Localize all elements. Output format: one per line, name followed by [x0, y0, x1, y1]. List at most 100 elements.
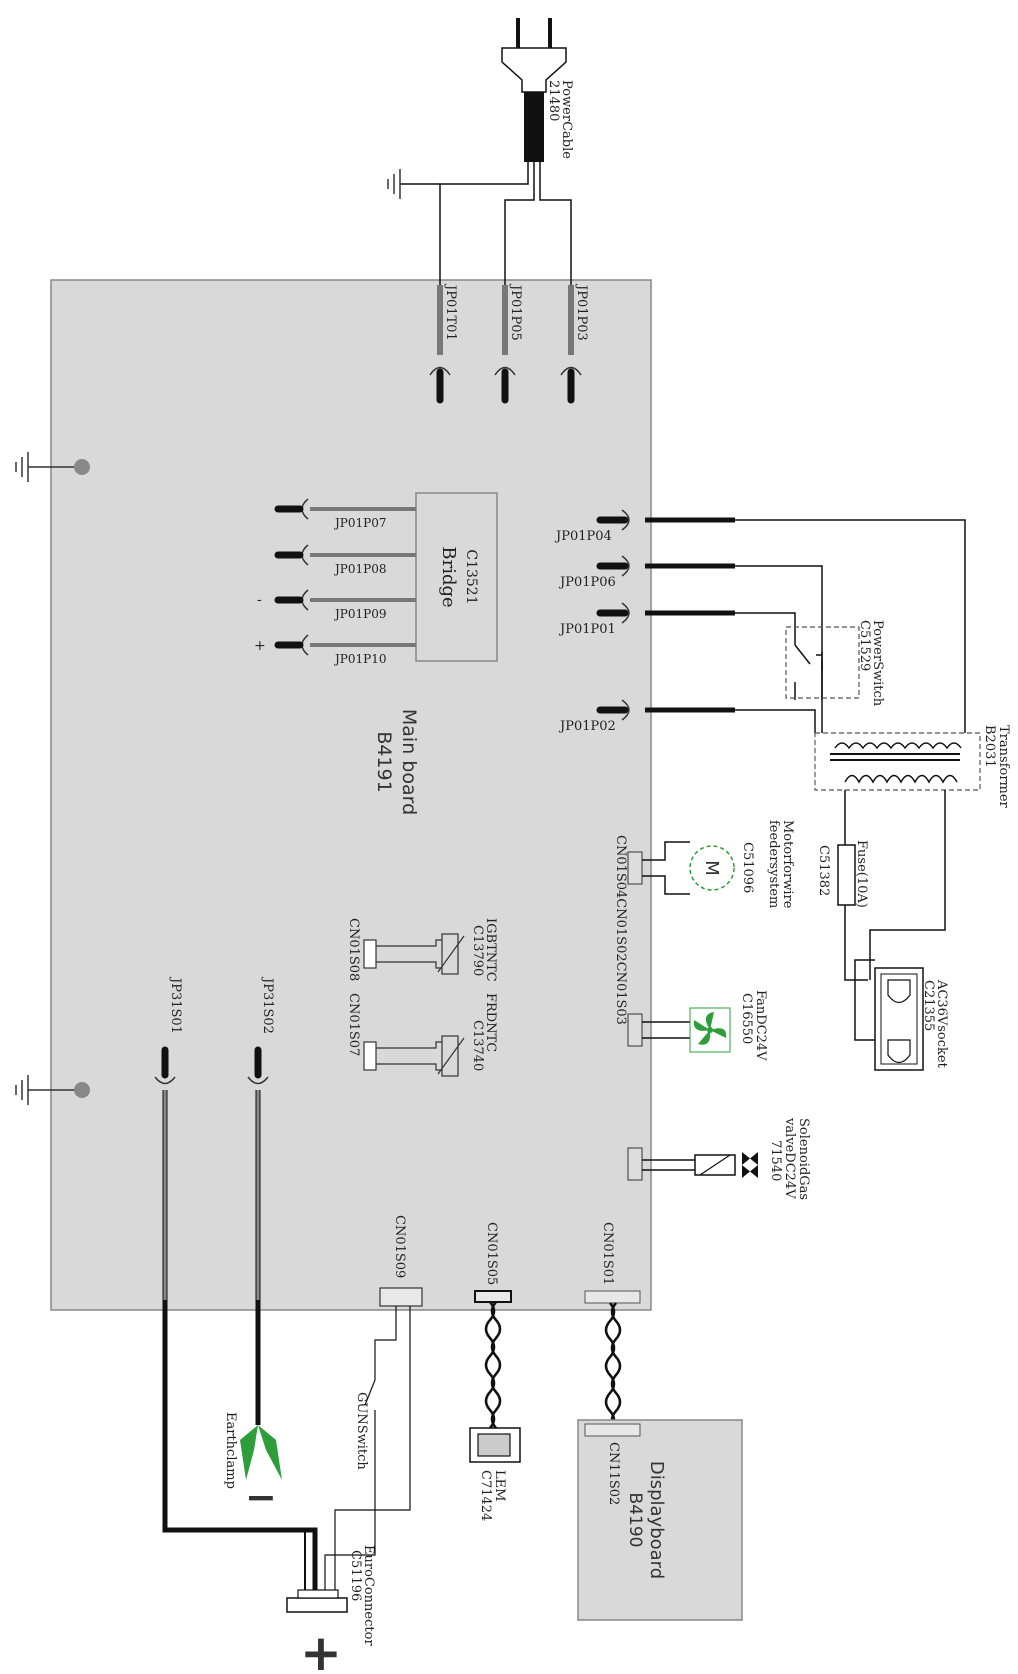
label-cn01s01: CN01S01	[600, 1222, 615, 1285]
label-jp01p08: JP01P08	[333, 562, 387, 576]
mounting-hole-bottom	[74, 1082, 90, 1098]
bridge-minus-sign: -	[257, 592, 262, 608]
earth-clamp-minus: −	[245, 1475, 277, 1519]
bridge-plus-sign: +	[254, 638, 266, 654]
bridge-code: C13521	[463, 549, 479, 604]
power-switch-code: C51529	[857, 620, 872, 671]
fuse-code: C51382	[816, 845, 831, 896]
igbt-ntc-name: IGBTNTC	[483, 918, 498, 982]
label-jp01p03: JP01P03	[574, 283, 589, 341]
motor-fan-connector-labels: CN01S04CN01S02CN01S03	[613, 835, 628, 1025]
label-cn01s09: CN01S09	[392, 1215, 407, 1278]
euro-plus-sign: +	[300, 1624, 342, 1674]
terminal-top-group	[429, 285, 582, 404]
fan-wiring	[642, 1021, 690, 1039]
cn01s01-connector	[584, 1290, 641, 1304]
power-switch-name: PowerSwitch	[870, 620, 885, 707]
lem-name: LEM	[492, 1470, 507, 1501]
output-terminals	[154, 1046, 269, 1085]
cn01s09-connector	[379, 1287, 423, 1307]
label-jp31s02: JP31S02	[260, 976, 275, 1034]
bridge-terminals	[274, 498, 416, 656]
motor-icon	[689, 845, 735, 891]
bridge-box	[415, 492, 498, 662]
transformer-coils	[830, 742, 962, 784]
output-cables	[162, 1090, 318, 1598]
main-board	[50, 279, 652, 1311]
socket-code: C21355	[921, 980, 936, 1031]
fan-connector	[627, 1013, 643, 1047]
display-board	[577, 1419, 743, 1621]
transformer-code: B2031	[982, 725, 997, 768]
display-board-code: B4190	[625, 1493, 645, 1548]
solenoid-label-2: valveDC24V	[782, 1117, 797, 1199]
power-plug	[501, 18, 567, 162]
power-switch-symbol	[794, 644, 823, 670]
lem-code: C71424	[478, 1470, 493, 1521]
terminal-right-group	[596, 509, 735, 721]
ground-symbol-top	[15, 452, 82, 482]
fuse-body	[837, 844, 856, 906]
transformer-box	[814, 732, 981, 791]
lem-twisted-cable	[484, 1301, 502, 1429]
label-jp01p09: JP01P09	[333, 607, 387, 621]
euro-connector-code: C51196	[348, 1550, 363, 1601]
earth-clamp-label: Earthclamp	[223, 1412, 238, 1489]
fan-name: FanDC24V	[753, 990, 768, 1061]
solenoid-connector	[627, 1147, 643, 1181]
mounting-hole-top	[74, 459, 90, 475]
main-board-code: B4191	[373, 731, 395, 792]
label-cn01s05: CN01S05	[484, 1222, 499, 1285]
power-cable-code: 21480	[546, 80, 561, 121]
label-jp01p05: JP01P05	[508, 283, 523, 341]
fan-icon	[689, 1007, 731, 1053]
ac36v-socket	[874, 967, 924, 1071]
label-jp01p01: JP01P01	[558, 622, 616, 637]
display-board-connector-label: CN11S02	[606, 1442, 621, 1505]
main-board-name: Main board	[398, 709, 420, 815]
label-jp01p02: JP01P02	[558, 719, 616, 734]
motor-label-2: feedersystem	[766, 820, 781, 908]
label-jp01p06: JP01P06	[558, 575, 616, 590]
frd-ntc-connector: CN01S07	[346, 993, 361, 1056]
label-jp31s01: JP31S01	[168, 976, 183, 1034]
solenoid-valve-icon	[694, 1152, 758, 1178]
igbt-ntc-code: C13790	[470, 925, 485, 976]
gun-switch-wiring	[304, 1306, 411, 1598]
power-cable-wires	[400, 162, 572, 340]
cn01s05-connector	[474, 1290, 512, 1303]
power-cable-name: PowerCable	[559, 80, 574, 159]
euro-connector-name: EuroConnector	[361, 1545, 376, 1646]
display-board-connector	[584, 1423, 641, 1437]
ground-symbol-bottom	[15, 1075, 82, 1105]
motor-connector	[627, 851, 643, 885]
earth-clamp-icon	[240, 1425, 282, 1480]
power-switch-box	[785, 626, 860, 699]
igbt-ntc-connector: CN01S08	[346, 918, 361, 981]
euro-connector-icon	[286, 1589, 348, 1613]
gun-switch-label: GUNSwitch	[354, 1392, 369, 1470]
label-jp01t01: JP01T01	[443, 283, 458, 341]
motor-wiring	[642, 841, 690, 895]
frd-ntc-code: C13740	[470, 1020, 485, 1071]
frd-ntc-assembly	[363, 1035, 465, 1077]
fuse-name: Fuse(10A)	[854, 840, 869, 908]
solenoid-label-1: SolenoidGas	[796, 1118, 811, 1200]
label-jp01p10: JP01P10	[333, 652, 387, 666]
motor-symbol: M	[701, 860, 722, 876]
transformer-name: Transformer	[996, 725, 1011, 809]
display-board-name: Displayboard	[646, 1461, 667, 1579]
igbt-ntc-assembly	[363, 933, 465, 975]
socket-name: AC36Vsocket	[934, 979, 949, 1069]
bridge-name: Bridge	[438, 546, 459, 607]
motor-label-1: Motorforwire	[780, 820, 795, 909]
label-jp01p07: JP01P07	[333, 516, 387, 530]
lem-sensor-icon	[469, 1427, 521, 1463]
secondary-wiring	[844, 790, 946, 1041]
frd-ntc-name: FRDNTC	[483, 993, 498, 1052]
motor-code: C51096	[740, 842, 755, 893]
ground-symbol-cable	[387, 169, 401, 199]
label-jp01p04: JP01P04	[554, 529, 612, 544]
solenoid-code: 71540	[768, 1140, 783, 1181]
